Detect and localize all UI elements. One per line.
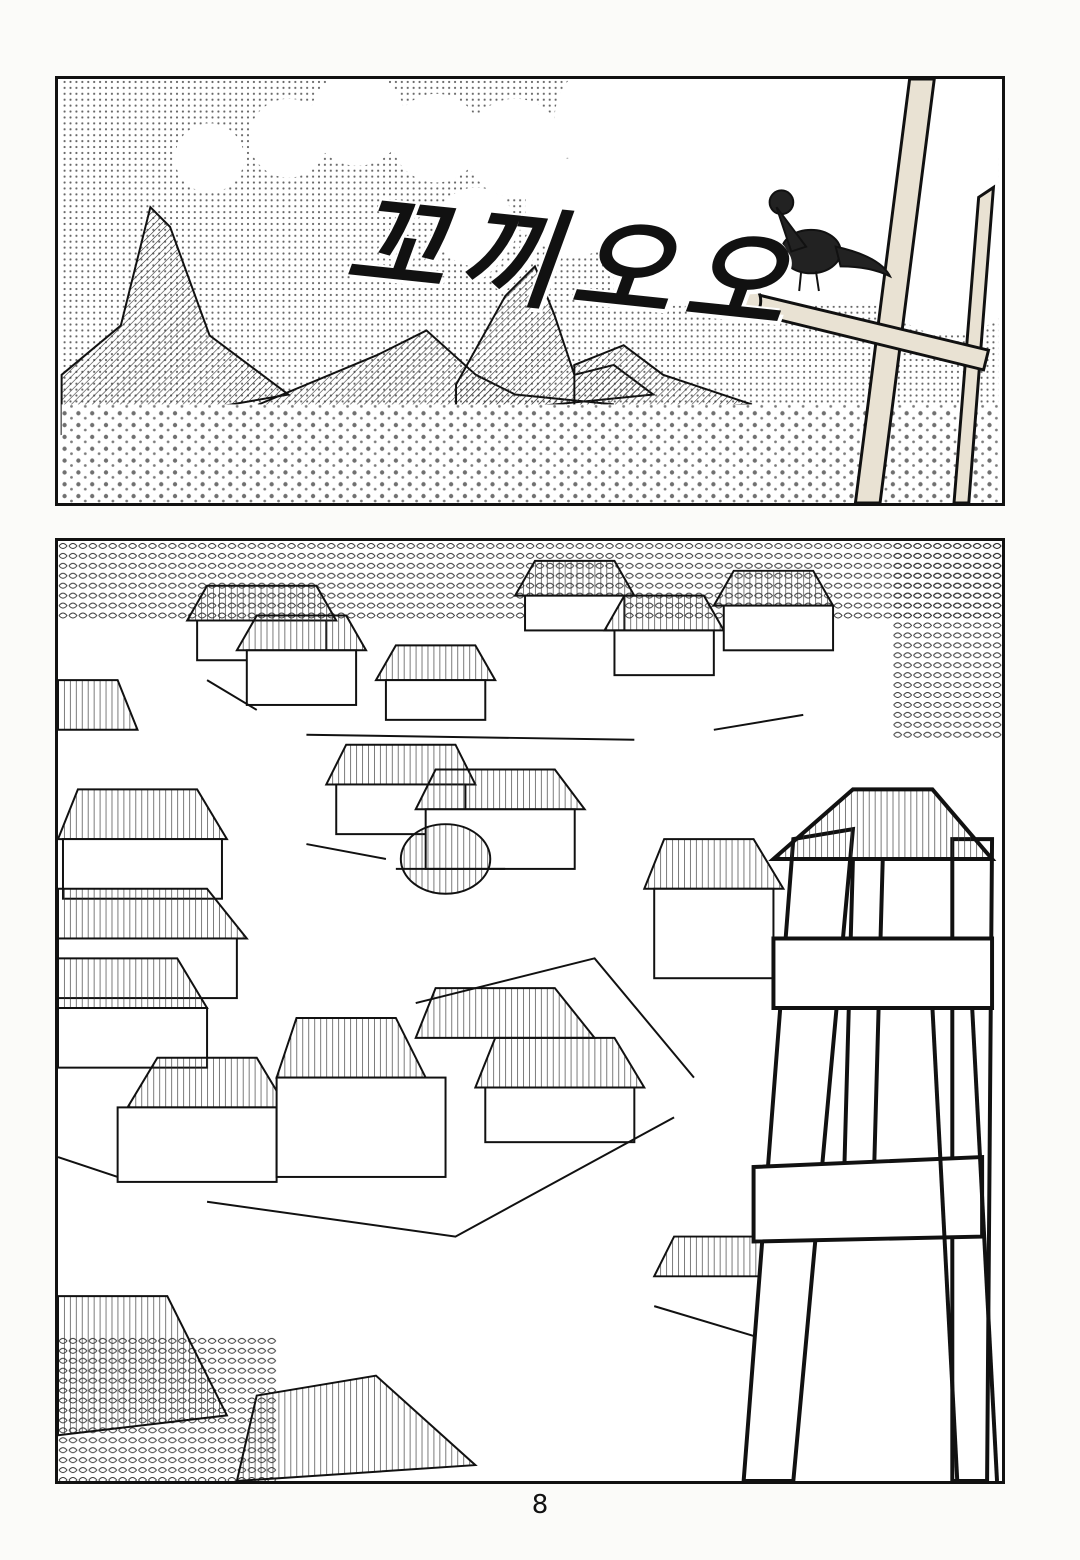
watchtower	[741, 787, 1000, 1481]
rooster-silhouette	[768, 189, 893, 292]
fences	[58, 679, 804, 1337]
thatched-houses	[58, 559, 835, 1481]
clouds	[175, 79, 1002, 336]
wooden-post	[735, 79, 996, 503]
village-illustration	[58, 541, 1002, 1481]
page-number: 8	[531, 1490, 549, 1520]
panel-village-watchtower	[55, 538, 1005, 1484]
mountain-landscape-illustration	[60, 79, 1002, 503]
panel-rooster-mountains: 꼬끼오오	[55, 76, 1005, 506]
